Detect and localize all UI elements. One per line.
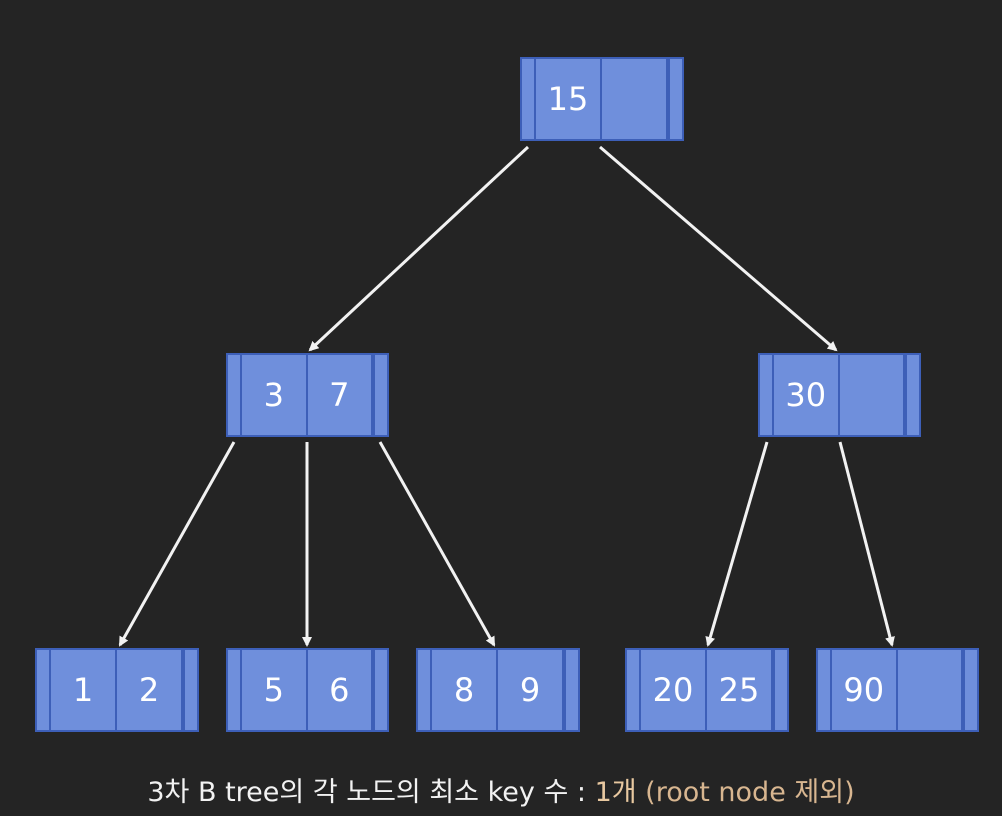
pointer-cell (668, 59, 682, 139)
pointer-cell (627, 650, 641, 730)
node-key: 1 (51, 650, 117, 730)
caption-main: 3차 B tree의 각 노드의 최소 key 수 : (147, 777, 595, 808)
pointer-cell (373, 650, 387, 730)
leaf-node: 90 (816, 648, 979, 732)
pointer-cell (183, 650, 197, 730)
pointer-cell (418, 650, 432, 730)
pointer-cell (760, 355, 774, 435)
node-key: 5 (242, 650, 308, 730)
edge-root-to-left (308, 145, 530, 352)
node-key: 7 (308, 355, 373, 435)
node-key: 8 (432, 650, 498, 730)
caption-note: (root node 제외) (636, 777, 855, 808)
pointer-cell (564, 650, 578, 730)
caption-value: 1개 (594, 777, 637, 808)
edge-left-to-leaf-1 (118, 441, 236, 647)
pointer-cell (905, 355, 919, 435)
node-key (602, 59, 668, 139)
leaf-node: 5 6 (226, 648, 389, 732)
node-key: 3 (242, 355, 308, 435)
pointer-cell (773, 650, 787, 730)
node-key: 9 (498, 650, 564, 730)
pointer-cell (818, 650, 832, 730)
node-key (898, 650, 963, 730)
leaf-node: 1 2 (35, 648, 199, 732)
pointer-cell (228, 650, 242, 730)
root-node: 15 (520, 57, 684, 141)
node-key: 20 (641, 650, 707, 730)
pointer-cell (373, 355, 387, 435)
edge-right-to-leaf-4 (705, 441, 769, 647)
node-key: 90 (832, 650, 898, 730)
edge-right-to-leaf-5 (838, 441, 895, 647)
leaf-node: 8 9 (416, 648, 580, 732)
node-key: 25 (707, 650, 773, 730)
pointer-cell (963, 650, 977, 730)
pointer-cell (522, 59, 536, 139)
node-key (840, 355, 905, 435)
node-key: 15 (536, 59, 602, 139)
node-key: 2 (117, 650, 183, 730)
internal-node-left: 3 7 (226, 353, 389, 437)
pointer-cell (37, 650, 51, 730)
node-key: 6 (308, 650, 373, 730)
edge-left-to-leaf-3 (378, 441, 496, 647)
caption: 3차 B tree의 각 노드의 최소 key 수 : 1개 (root nod… (0, 770, 1002, 809)
pointer-cell (228, 355, 242, 435)
node-key: 30 (774, 355, 840, 435)
internal-node-right: 30 (758, 353, 921, 437)
leaf-node: 20 25 (625, 648, 789, 732)
edge-root-to-right (599, 145, 838, 352)
